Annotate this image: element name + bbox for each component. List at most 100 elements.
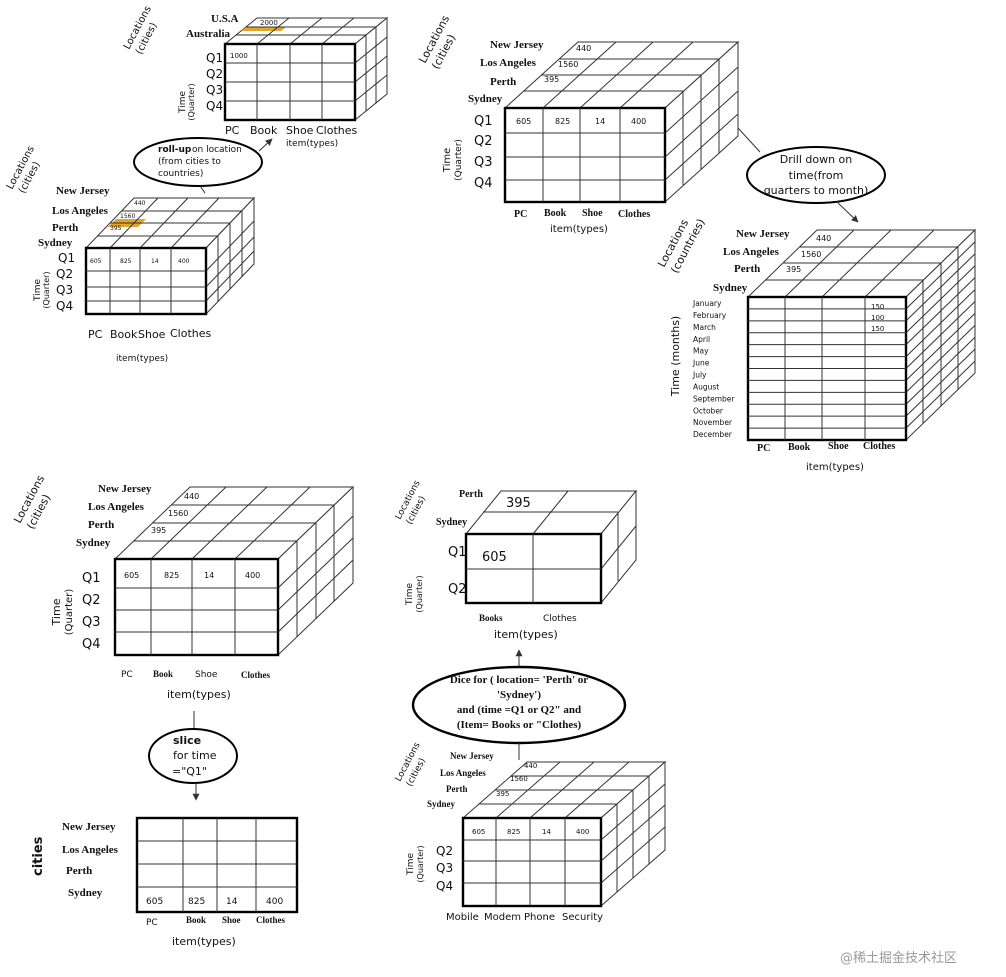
ss-time-axis: Time <box>50 598 63 626</box>
dr-q1: Q1 <box>448 545 467 560</box>
dice-label-line1: Dice for ( location= 'Perth' or <box>450 674 588 686</box>
watermark: @稀土掘金技术社区 <box>840 950 957 966</box>
ml-item-shoe: Shoe <box>138 328 166 341</box>
month-side-line <box>905 241 976 310</box>
tr-item-book: Book <box>544 208 567 219</box>
rollup-result-cube-grid <box>223 16 389 122</box>
ml-q1-shoe: 14 <box>151 258 159 265</box>
ds-back-395: 395 <box>496 790 509 798</box>
ml-item-pc: PC <box>88 328 103 341</box>
month-side-line <box>905 253 976 322</box>
tr-item-shoe: Shoe <box>582 208 603 219</box>
st-row-los-angeles: Los Angeles <box>62 844 119 856</box>
rollup-item-book: Book <box>250 124 278 137</box>
tr-time-axis: Time <box>442 148 453 173</box>
ml-q3: Q3 <box>56 283 73 297</box>
mc-item-clothes: Clothes <box>863 441 895 452</box>
st-item-book: Book <box>186 915 206 925</box>
ss-item-shoe: Shoe <box>195 670 218 680</box>
slice-source-cube: New Jersey Los Angeles Perth Sydney 440 … <box>11 473 355 701</box>
ds-q1-security: 400 <box>576 828 589 836</box>
dice-label-line4: (Item= Books or "Clothes) <box>457 719 582 731</box>
tr-q1-book: 825 <box>555 117 570 126</box>
rollup-item-clothes: Clothes <box>316 124 358 137</box>
ds-q2: Q2 <box>436 844 453 858</box>
ds-back-440: 440 <box>524 762 537 770</box>
dr-q2: Q2 <box>448 582 467 597</box>
month-side-line <box>905 265 976 334</box>
ds-q1-mobile: 605 <box>472 828 485 836</box>
dice-source-cube-grid <box>461 760 667 908</box>
drilldown-result-cube: New Jersey Los Angeles Perth Sydney 440 … <box>655 217 977 473</box>
st-item-pc: PC <box>146 918 158 928</box>
ds-q4: Q4 <box>436 879 453 893</box>
dice-source-cube: New Jersey Los Angeles Perth Sydney 440 … <box>394 741 667 923</box>
ds-city-new-jersey: New Jersey <box>450 751 494 761</box>
rollup-q3: Q3 <box>206 83 223 97</box>
mc-back-440: 440 <box>816 234 831 243</box>
ss-q1-book: 825 <box>164 571 179 580</box>
ds-q3: Q3 <box>436 861 453 875</box>
ml-back-395: 395 <box>110 225 122 232</box>
ml-q1: Q1 <box>58 251 75 265</box>
month-side-line <box>905 336 976 405</box>
drilldown-source-cube-grid <box>503 40 740 204</box>
dice-result-cube-grid <box>464 489 638 605</box>
ss-city-perth: Perth <box>88 519 114 531</box>
slice-label-line3: ="Q1" <box>172 765 207 778</box>
drilldown-arrow <box>837 202 859 223</box>
st-item-shoe: Shoe <box>222 915 241 925</box>
ml-back-440: 440 <box>134 200 146 207</box>
mc-item-shoe: Shoe <box>828 441 849 452</box>
ml-item-axis: item(types) <box>116 354 168 364</box>
mc-item-book: Book <box>788 442 811 453</box>
slice-result-table: New Jersey Los Angeles Perth Sydney 605 … <box>31 816 299 948</box>
ml-q1-clothes: 400 <box>178 258 190 265</box>
month-side-line <box>905 324 976 393</box>
slice-label-bold: slice <box>173 734 201 747</box>
ss-q2: Q2 <box>82 593 101 608</box>
ml-q1-book: 825 <box>120 258 132 265</box>
tr-back-440: 440 <box>576 44 591 53</box>
ds-back-1560: 1560 <box>510 775 528 783</box>
drilldown-operation: Drill down on time(from quarters to mont… <box>737 127 886 223</box>
ds-city-sydney: Sydney <box>427 799 456 809</box>
tr-q1: Q1 <box>474 114 493 129</box>
rollup-time-axis-sub: (Quarter) <box>187 83 196 120</box>
mc-back-395: 395 <box>786 265 801 274</box>
ds-time-axis-sub: (Quarter) <box>416 845 425 882</box>
ss-back-1560: 1560 <box>168 509 188 518</box>
st-item-axis: item(types) <box>172 935 236 948</box>
st-rows-axis: cities <box>31 836 46 876</box>
mc-jan-clothes: 150 <box>871 303 884 311</box>
rollup-label-line2: (from cities to <box>158 157 221 167</box>
dr-city-perth: Perth <box>459 489 483 500</box>
mc-city-perth: Perth <box>734 263 760 275</box>
rollup-time-axis: Time <box>178 91 188 114</box>
drilldown-label-line1: Drill down on <box>780 153 853 166</box>
month-side-line <box>905 301 976 369</box>
tr-q1-clothes: 400 <box>631 117 646 126</box>
rollup-label-line3: countries) <box>158 169 203 179</box>
ml-city-sydney: Sydney <box>38 237 73 249</box>
month-label: October <box>693 406 724 415</box>
st-row-sydney: Sydney <box>68 887 103 899</box>
dr-back-395: 395 <box>506 496 531 511</box>
ss-city-los-angeles: Los Angeles <box>88 501 145 513</box>
ds-item-phone: Phone <box>524 912 555 923</box>
ss-time-axis-sub: (Quarter) <box>64 589 75 636</box>
dice-label-line3: and (time =Q1 or Q2" and <box>457 704 581 716</box>
ss-back-395: 395 <box>151 526 166 535</box>
ss-item-pc: PC <box>121 670 133 680</box>
ds-q1-phone: 14 <box>542 828 551 836</box>
ss-q3: Q3 <box>82 615 101 630</box>
drilldown-result-cube-grid <box>746 228 977 442</box>
ds-time-axis: Time <box>406 853 416 876</box>
ml-time-axis: Time <box>33 279 43 302</box>
dice-operation: Dice for ( location= 'Perth' or 'Sydney'… <box>411 649 627 760</box>
rollup-cell-q1-pc: 1000 <box>230 52 248 60</box>
tr-city-new-jersey: New Jersey <box>490 39 544 51</box>
tr-item-clothes: Clothes <box>618 209 650 220</box>
dr-cell-605: 605 <box>482 550 507 565</box>
